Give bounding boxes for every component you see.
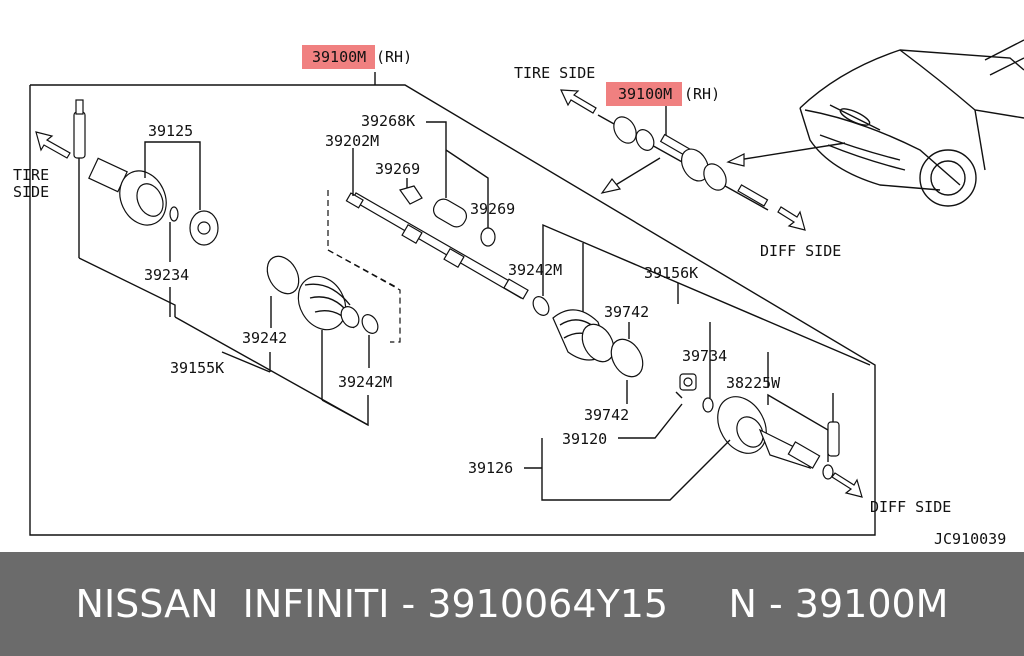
diff-side-label-bottom: DIFF SIDE xyxy=(870,498,951,516)
spider-assembly-39120 xyxy=(675,373,697,399)
inset-shaft xyxy=(597,114,769,211)
part-number-footer: NISSAN INFINITI - 3910064Y15 N - 39100M xyxy=(0,552,1024,656)
inset-part-highlight xyxy=(606,82,682,106)
diff-side-arrow-bottom-icon xyxy=(831,472,863,498)
main-part-highlight xyxy=(302,45,375,69)
diff-side-arrow-top-icon xyxy=(777,206,806,231)
label-39156k[interactable]: 39156K xyxy=(644,264,698,282)
label-39242m-right[interactable]: 39242M xyxy=(508,261,562,279)
drive-shaft xyxy=(345,192,529,300)
inset-part-suffix: (RH) xyxy=(684,85,720,103)
label-39234[interactable]: 39234 xyxy=(144,266,189,284)
inboard-boot xyxy=(552,309,615,363)
inboard-housing-39126 xyxy=(717,396,821,470)
tire-side-label-left-line2: SIDE xyxy=(13,183,49,201)
parts-diagram: 39100M (RH) TIRE SIDE 39125 39234 39155K… xyxy=(13,39,1024,548)
label-39742-bottom[interactable]: 39742 xyxy=(584,406,629,424)
tire-side-label-left-line1: TIRE xyxy=(13,166,49,184)
boot-clamp-39242m-left xyxy=(361,314,379,334)
outboard-boot xyxy=(297,275,360,331)
diff-side-label-top: DIFF SIDE xyxy=(760,242,841,260)
tire-side-arrow-top-icon xyxy=(560,89,597,114)
label-39742-top[interactable]: 39742 xyxy=(604,303,649,321)
boot-kit-bracket xyxy=(327,190,401,343)
boot-clamp-39242m-right xyxy=(532,296,550,316)
tire-side-arrow-left-icon xyxy=(35,131,71,159)
damper-39268k xyxy=(432,198,468,228)
inset-part-number[interactable]: 39100M xyxy=(618,85,672,103)
label-39126[interactable]: 39126 xyxy=(468,459,513,477)
damper-ring-right xyxy=(480,227,496,247)
tire-side-label-top: TIRE SIDE xyxy=(514,64,595,82)
label-39155k[interactable]: 39155K xyxy=(170,359,224,377)
boot-clamp-39742 xyxy=(610,338,644,378)
main-part-number[interactable]: 39100M xyxy=(312,48,366,66)
main-part-suffix: (RH) xyxy=(376,48,412,66)
snap-ring-39734 xyxy=(702,397,714,413)
footer-text: NISSAN INFINITI - 3910064Y15 N - 39100M xyxy=(75,582,949,626)
sensor-pin-right xyxy=(827,393,840,457)
label-39269-right[interactable]: 39269 xyxy=(470,200,515,218)
outboard-joint xyxy=(88,157,219,246)
label-39242[interactable]: 39242 xyxy=(242,329,287,347)
label-38225w[interactable]: 38225W xyxy=(726,374,781,392)
assembly-outline xyxy=(29,72,876,536)
label-39734[interactable]: 39734 xyxy=(682,347,727,365)
circlip-38225w xyxy=(822,464,834,480)
label-39202m[interactable]: 39202M xyxy=(325,132,379,150)
label-39269-left[interactable]: 39269 xyxy=(375,160,420,178)
vehicle-illustration xyxy=(799,39,1024,207)
label-39242m-left[interactable]: 39242M xyxy=(338,373,392,391)
label-39268k[interactable]: 39268K xyxy=(361,112,415,130)
damper-ring-left xyxy=(399,185,423,205)
sensor-pin-left xyxy=(73,99,86,258)
figure-code: JC910039 xyxy=(934,530,1006,548)
label-39120[interactable]: 39120 xyxy=(562,430,607,448)
boot-clamp-39242 xyxy=(266,255,300,295)
label-39125[interactable]: 39125 xyxy=(148,122,193,140)
